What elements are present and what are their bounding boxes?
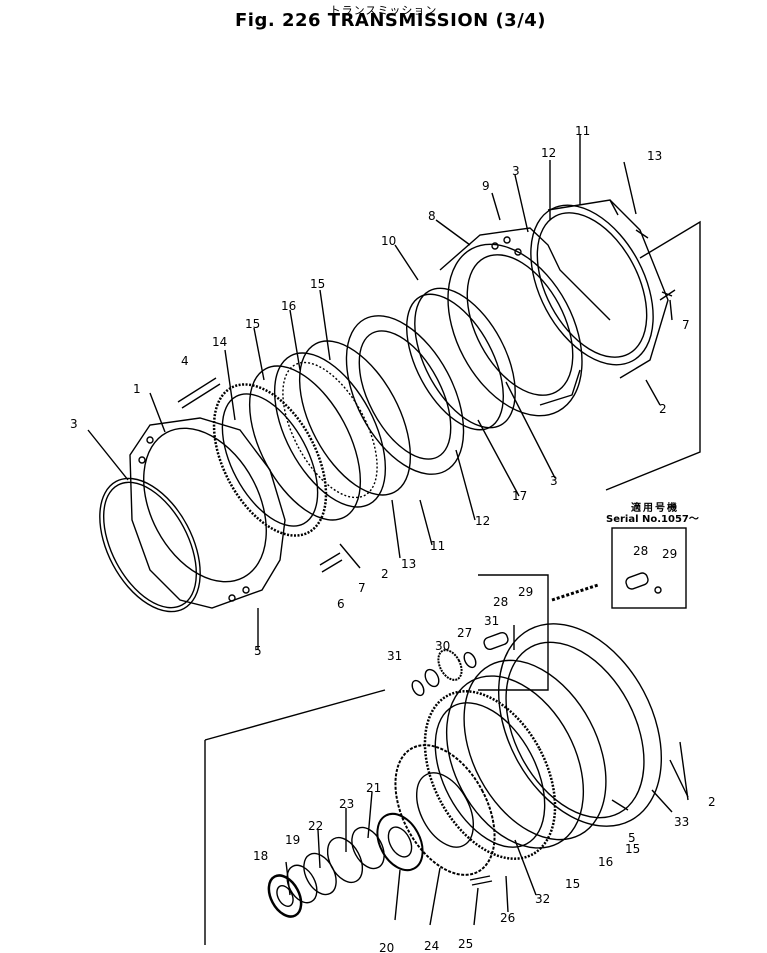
callout-c15b: 15 xyxy=(245,317,260,331)
callout-c5a: 5 xyxy=(254,644,262,658)
callout-c13b: 13 xyxy=(401,557,416,571)
serial-note-japanese: 適用号機 xyxy=(631,503,679,514)
ring-gear-part-32 xyxy=(423,690,557,860)
callout-c25: 25 xyxy=(458,937,473,951)
callout-c22: 22 xyxy=(308,819,323,833)
callout-c15d: 15 xyxy=(565,877,580,891)
bolt-part-25 xyxy=(469,875,493,886)
callout-c14: 14 xyxy=(212,335,227,349)
callout-c16b: 16 xyxy=(598,855,613,869)
callout-c26: 26 xyxy=(500,911,515,925)
serial-note: 適用号機 Serial No.1057～ xyxy=(606,503,699,525)
callout-c11b: 11 xyxy=(430,539,445,553)
callout-c12b: 12 xyxy=(475,514,490,528)
callout-c31a: 31 xyxy=(484,614,499,628)
seal-ring-part-17 xyxy=(414,287,516,429)
callout-c31b: 31 xyxy=(387,649,402,663)
bearing-part-30 xyxy=(424,668,440,688)
bolt-part-6 xyxy=(319,552,343,573)
callout-c15a: 15 xyxy=(310,277,325,291)
callout-c10: 10 xyxy=(381,234,396,248)
callout-c9: 9 xyxy=(482,179,490,193)
housing-part-1 xyxy=(129,417,286,609)
disc-part-16 xyxy=(273,352,387,508)
callout-c29a: 29 xyxy=(662,547,677,561)
sun-gear-part-20 xyxy=(376,812,424,872)
callout-c20: 20 xyxy=(379,941,394,953)
callout-c2c: 2 xyxy=(708,795,716,809)
callout-c7a: 7 xyxy=(682,318,690,332)
callout-c23: 23 xyxy=(339,797,354,811)
callout-c16a: 16 xyxy=(281,299,296,313)
callout-c3a: 3 xyxy=(512,164,520,178)
serial-parts-box xyxy=(611,527,687,609)
serial-note-label: Serial No.1057～ xyxy=(606,514,699,525)
callout-c12a: 12 xyxy=(541,146,556,160)
callout-c4: 4 xyxy=(181,354,189,368)
callout-c2b: 2 xyxy=(381,567,389,581)
callout-c33: 33 xyxy=(674,815,689,829)
callout-c18: 18 xyxy=(253,849,268,863)
callout-c27: 27 xyxy=(457,626,472,640)
callout-c17: 17 xyxy=(512,489,527,503)
callout-c29b: 29 xyxy=(518,585,533,599)
callout-c7b: 7 xyxy=(358,581,366,595)
figure-title: Fig. 226 TRANSMISSION (3/4) xyxy=(235,10,547,31)
callout-c13a: 13 xyxy=(647,149,662,163)
callout-c5b: 5 xyxy=(628,831,636,845)
piston-part-12 xyxy=(345,315,465,475)
callout-c8: 8 xyxy=(428,209,436,223)
ring-gear-part-14 xyxy=(212,383,328,537)
callout-c32: 32 xyxy=(535,892,550,906)
plate-part-15-lower xyxy=(463,659,607,841)
callout-c6: 6 xyxy=(337,597,345,611)
callout-c30: 30 xyxy=(435,639,450,653)
callout-c15c: 15 xyxy=(625,842,640,856)
plate-part-15 xyxy=(298,340,412,496)
pin-part-4 xyxy=(177,377,221,409)
bearing-part-18 xyxy=(267,874,303,918)
callout-c19: 19 xyxy=(285,833,300,847)
snap-ring-part-21 xyxy=(351,826,385,870)
callout-c24: 24 xyxy=(424,939,439,953)
callout-c28a: 28 xyxy=(633,544,648,558)
bolt-part-7 xyxy=(659,289,676,301)
housing-part-33 xyxy=(497,623,663,827)
ring-part-19 xyxy=(286,864,318,904)
housing-part-11 xyxy=(530,199,673,379)
callout-c3b: 3 xyxy=(70,417,78,431)
callout-c2a: 2 xyxy=(659,402,667,416)
snap-ring-part-3 xyxy=(99,477,201,613)
callout-c1: 1 xyxy=(133,382,141,396)
carrier-part-24 xyxy=(394,744,496,876)
callout-c21: 21 xyxy=(366,781,381,795)
callout-c11a: 11 xyxy=(575,124,590,138)
callout-c28b: 28 xyxy=(493,595,508,609)
planet-gear-part-27 xyxy=(437,649,463,681)
washer-part-31 xyxy=(411,679,425,697)
disc-part-16-lower xyxy=(445,675,585,849)
japanese-title: トランスミッション xyxy=(329,4,438,17)
callout-c3c: 3 xyxy=(550,474,558,488)
carrier-housing-part-8 xyxy=(439,227,611,417)
spacer-part-22 xyxy=(303,852,337,896)
